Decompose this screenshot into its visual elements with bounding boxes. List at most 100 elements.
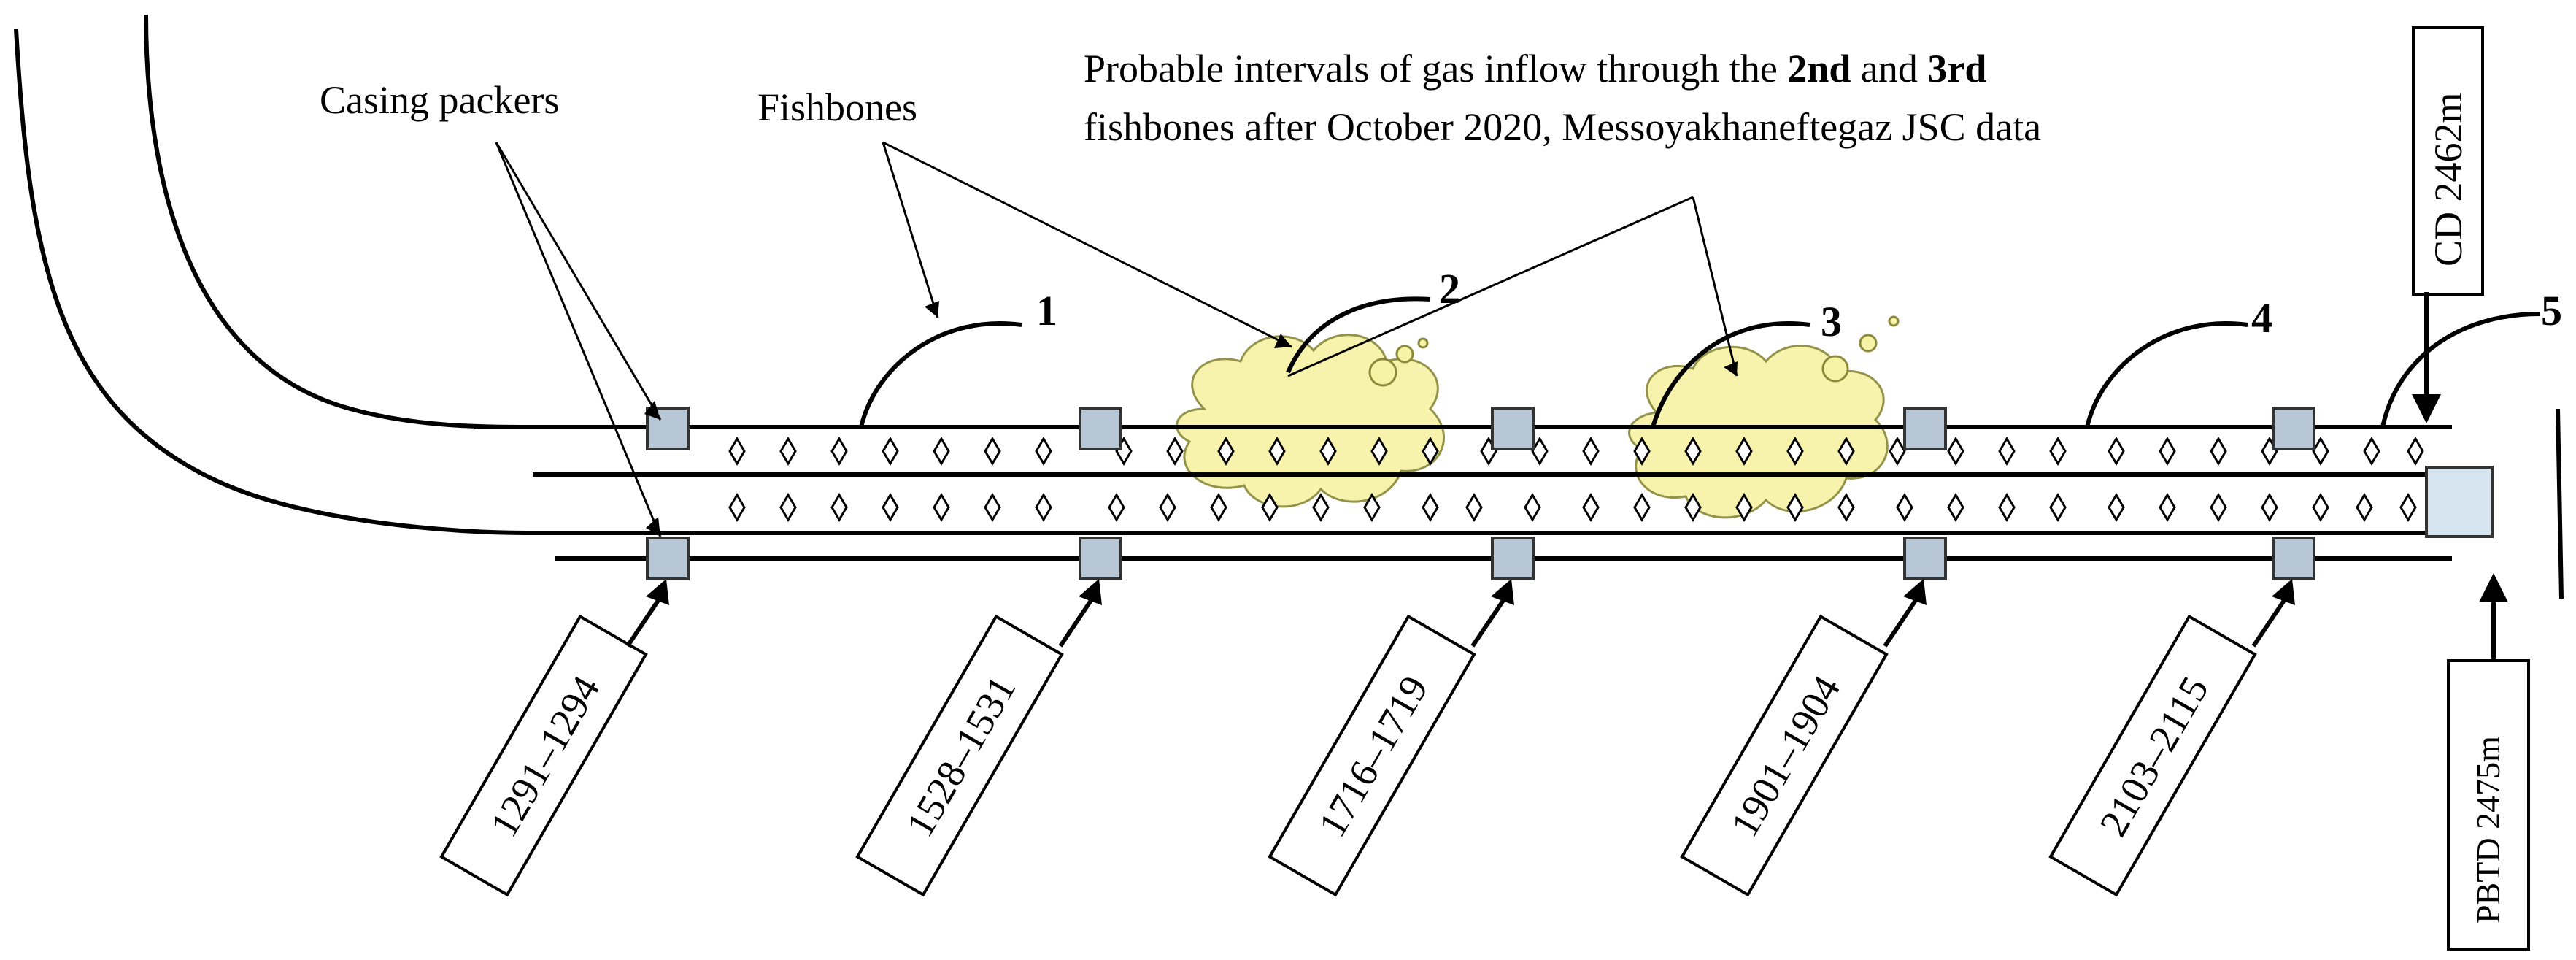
centralizer bbox=[1837, 493, 1855, 522]
interval-box-frame bbox=[855, 614, 1064, 897]
fishbone-3-arc bbox=[1651, 321, 1810, 428]
centralizer bbox=[2108, 493, 2125, 522]
centralizer bbox=[1947, 493, 1964, 522]
gas-cloud-2 bbox=[1176, 334, 1445, 508]
wellbore-outer-curve bbox=[14, 28, 2452, 535]
centralizer bbox=[1896, 493, 1913, 522]
centralizer bbox=[1319, 437, 1337, 466]
interval-arrow bbox=[1470, 594, 1509, 648]
fishbone-number-3: 3 bbox=[1821, 298, 1842, 345]
interval-box-frame bbox=[439, 614, 648, 897]
centralizers bbox=[728, 437, 2424, 522]
centralizer bbox=[728, 437, 746, 466]
centralizer bbox=[1035, 437, 1052, 466]
centralizer bbox=[2159, 437, 2176, 466]
casing-packer-top bbox=[1903, 407, 1947, 450]
centralizer bbox=[1582, 437, 1600, 466]
gas-bubble bbox=[1821, 355, 1849, 383]
centralizer bbox=[1159, 493, 1176, 522]
centralizer bbox=[830, 493, 848, 522]
fishbone-number-5: 5 bbox=[2541, 287, 2562, 334]
centralizer bbox=[1422, 437, 1439, 466]
centralizer bbox=[2108, 437, 2125, 466]
interval-box-frame bbox=[1680, 614, 1889, 897]
pbtd-marker: PBTD 2475m bbox=[2447, 573, 2530, 951]
centralizer bbox=[882, 437, 899, 466]
casing-packer-bottom bbox=[646, 537, 690, 580]
interval-box-frame bbox=[1268, 614, 1476, 897]
gas-bubble bbox=[1859, 334, 1878, 353]
centralizer bbox=[1684, 437, 1702, 466]
centralizer bbox=[1217, 437, 1235, 466]
centralizer bbox=[2159, 493, 2176, 522]
pbtd-box bbox=[2447, 659, 2530, 951]
interval-arrowhead bbox=[2272, 579, 2295, 605]
centralizer bbox=[1166, 437, 1184, 466]
centralizer bbox=[2261, 493, 2278, 522]
fishbones-label: Fishbones bbox=[757, 85, 917, 129]
centralizer bbox=[1998, 493, 2016, 522]
centralizer bbox=[1370, 437, 1388, 466]
fishbone-2-arc bbox=[1286, 296, 1431, 374]
centralizer bbox=[1633, 437, 1651, 466]
casing-packers-leaders bbox=[495, 142, 662, 537]
centralizer bbox=[1268, 437, 1286, 466]
centralizer bbox=[779, 493, 797, 522]
centralizer bbox=[1524, 493, 1541, 522]
casing-packer-bottom bbox=[1491, 537, 1535, 580]
fishbone-1-arc bbox=[859, 321, 1022, 428]
interval-arrowhead bbox=[1903, 579, 1927, 605]
centralizer bbox=[882, 493, 899, 522]
interval-arrow bbox=[2251, 594, 2290, 648]
wellbore-inner-curve bbox=[144, 14, 541, 429]
cd-box bbox=[2412, 26, 2484, 296]
centralizer bbox=[2363, 437, 2380, 466]
centralizer bbox=[2407, 437, 2424, 466]
centralizer bbox=[1786, 437, 1804, 466]
centralizer bbox=[1947, 437, 1964, 466]
casing-packer-top bbox=[1491, 407, 1535, 450]
interval-arrowhead bbox=[1491, 579, 1514, 605]
centralizer bbox=[1684, 493, 1702, 522]
centralizer bbox=[984, 437, 1001, 466]
centralizer bbox=[1998, 437, 2016, 466]
casing-packer-top bbox=[1079, 407, 1122, 450]
centralizer bbox=[2356, 493, 2373, 522]
casing-packers-label: Casing packers bbox=[320, 78, 559, 122]
centralizer bbox=[1582, 493, 1600, 522]
interval-arrowhead bbox=[646, 579, 669, 605]
centralizer bbox=[933, 493, 950, 522]
casing-packer-top bbox=[2272, 407, 2315, 450]
casing-packer-bottom bbox=[1079, 537, 1122, 580]
centralizer bbox=[830, 437, 848, 466]
fishbone-5-arc bbox=[2380, 312, 2540, 428]
interval-arrowhead bbox=[1079, 579, 1102, 605]
gas-bubble bbox=[1368, 358, 1397, 387]
centralizer bbox=[1261, 493, 1279, 522]
centralizer bbox=[2210, 437, 2227, 466]
centralizer bbox=[1422, 493, 1439, 522]
casing-packer-bottom bbox=[2272, 537, 2315, 580]
open-hole-end-line bbox=[2556, 408, 2564, 599]
pbtd-label: PBTD 2475m bbox=[2469, 736, 2507, 923]
centralizer bbox=[2312, 493, 2329, 522]
fishbone-4-arc bbox=[2085, 321, 2248, 428]
centralizer bbox=[1786, 493, 1804, 522]
centralizer bbox=[2399, 493, 2417, 522]
centralizer bbox=[728, 493, 746, 522]
gas-note-leaders bbox=[1287, 196, 1738, 377]
gas-inflow-note-line1: Probable intervals of gas inflow through… bbox=[1084, 47, 1986, 91]
centralizer bbox=[1531, 437, 1549, 466]
gas-bubble bbox=[1888, 315, 1900, 327]
centralizer bbox=[1465, 493, 1483, 522]
centralizer bbox=[1108, 493, 1125, 522]
centralizer bbox=[933, 437, 950, 466]
interval-arrow bbox=[1883, 594, 1921, 648]
centralizer bbox=[1035, 493, 1052, 522]
centralizer bbox=[1735, 493, 1753, 522]
interval-arrow bbox=[1058, 594, 1097, 648]
centralizer bbox=[1363, 493, 1381, 522]
centralizer bbox=[2049, 437, 2067, 466]
centralizer bbox=[779, 437, 797, 466]
